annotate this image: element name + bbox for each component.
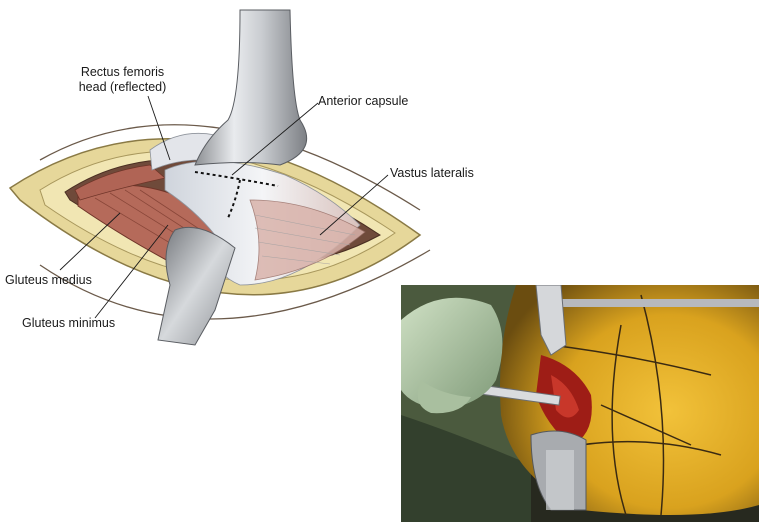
leader-medius: [59, 212, 121, 271]
label-gluteus-medius: Gluteus medius: [5, 273, 92, 287]
upper-retractor: [194, 9, 308, 166]
intraoperative-photo: [401, 285, 759, 522]
label-rectus-line1: Rectus femoris: [80, 65, 165, 79]
leader-minimus: [94, 224, 169, 319]
label-rectus-femoris: Rectus femoris head (reflected): [60, 65, 185, 95]
top-retractor: [561, 299, 759, 307]
label-anterior-capsule: Anterior capsule: [318, 94, 409, 108]
leader-capsule: [231, 102, 319, 176]
capsule-incision-vertical: [227, 179, 241, 219]
lower-retractor: [157, 226, 236, 346]
capsule-incision-horizontal: [194, 171, 279, 187]
label-vastus-lateralis: Vastus lateralis: [390, 166, 474, 180]
leader-rectus: [147, 95, 171, 161]
label-gluteus-minimus: Gluteus minimus: [22, 316, 116, 330]
gloved-hand: [401, 297, 503, 410]
label-rectus-line2: head (reflected): [78, 80, 167, 94]
skin-outline-lower: [39, 249, 431, 320]
skin-outline-upper: [39, 124, 421, 211]
leader-vastus: [319, 174, 389, 236]
